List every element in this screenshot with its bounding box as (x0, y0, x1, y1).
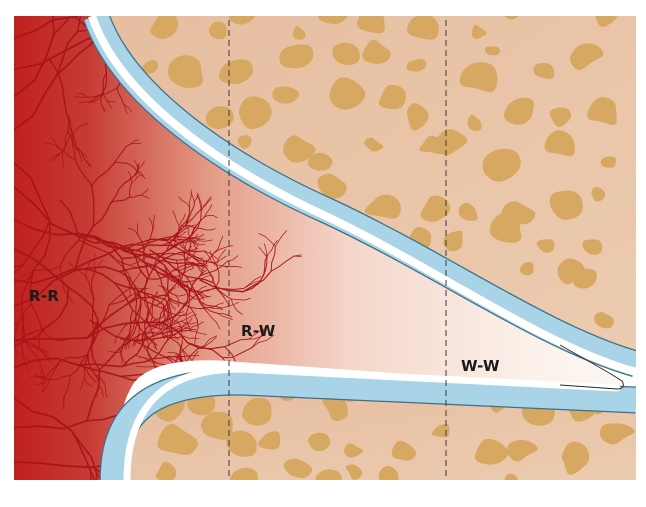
blood-vessel (175, 364, 192, 367)
blood-vessel (189, 364, 195, 373)
blood-vessel (192, 366, 206, 368)
zone-label-white-white: W-W (461, 357, 500, 375)
zone-label-red-red: R-R (29, 287, 59, 305)
bone-pore (485, 46, 500, 55)
zone-label-red-white: R-W (241, 322, 276, 340)
blood-vessel (189, 364, 199, 368)
blood-vessel (192, 366, 206, 368)
blood-vessel (185, 361, 197, 372)
